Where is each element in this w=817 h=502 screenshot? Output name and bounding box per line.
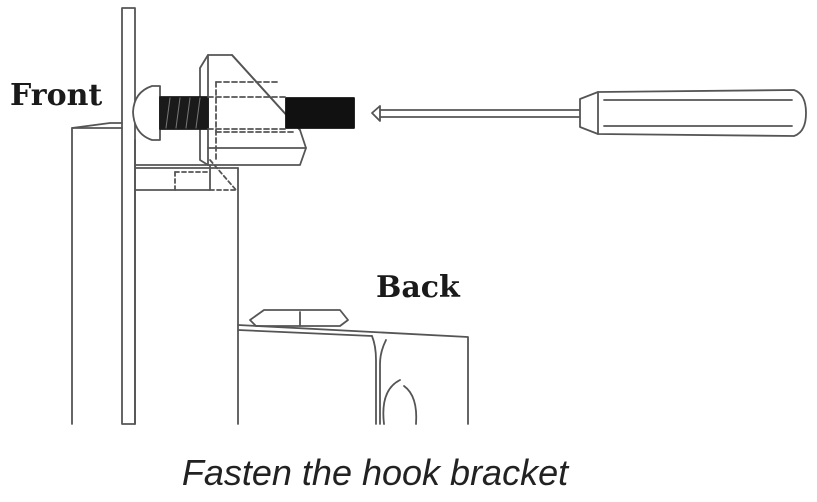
screwdriver-icon — [371, 89, 807, 137]
screw — [132, 85, 355, 141]
back-component — [237, 309, 469, 425]
back-label: Back — [376, 270, 460, 305]
front-panel — [121, 7, 136, 425]
assembly-diagram — [71, 7, 807, 425]
front-frame — [71, 122, 136, 425]
front-label: Front — [10, 78, 103, 113]
figure-caption: Fasten the hook bracket — [181, 452, 569, 493]
shelf-channel — [134, 164, 239, 425]
hook-bracket — [199, 54, 307, 191]
